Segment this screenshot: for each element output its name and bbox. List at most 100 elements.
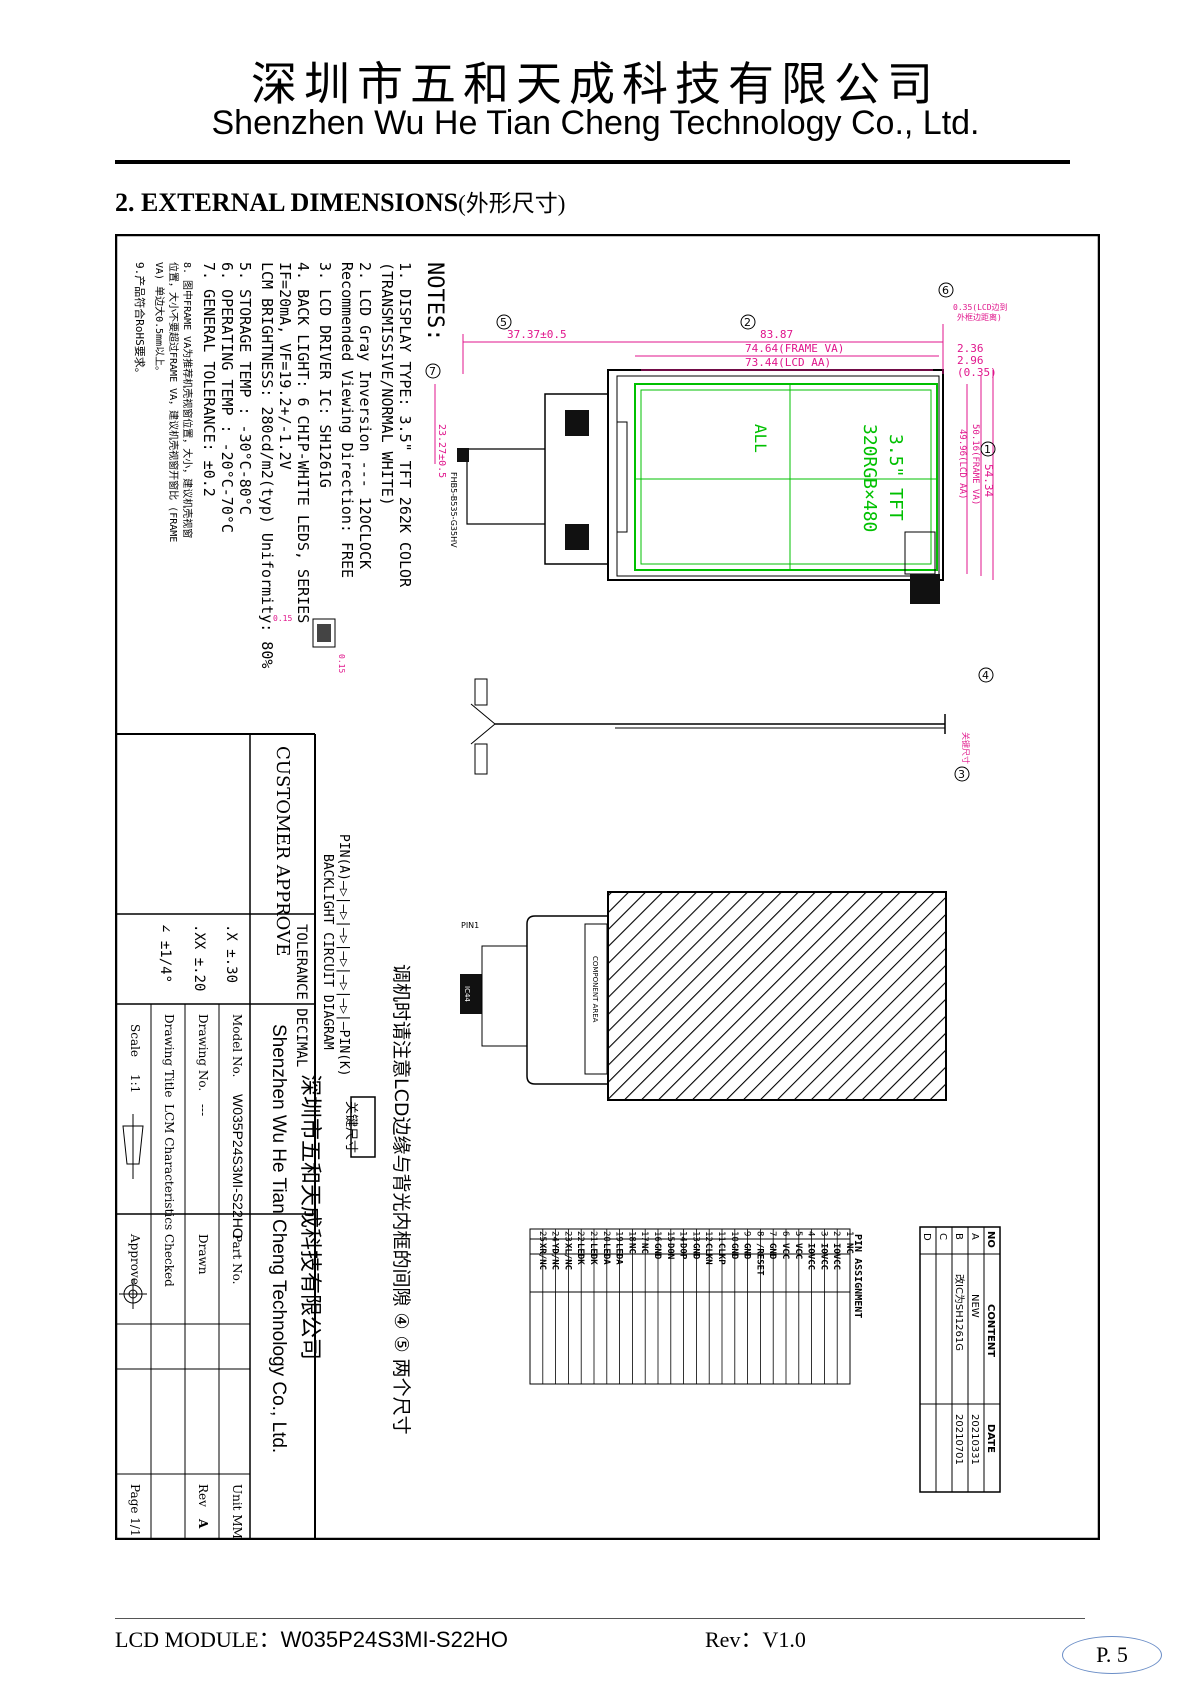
dim-offset: 37.37±0.5 — [507, 328, 567, 341]
pin-assignment-table: PIN ASSIGNMENT 1NC2IOVCC3IOVCC4IOVCC5VCC… — [529, 1228, 863, 1385]
callout-number: 2 — [744, 316, 751, 329]
pin-number: 8 — [754, 1231, 764, 1236]
notes-block: NOTES: 1. DISPLAY TYPE: 3.5" TFT 262K CO… — [133, 262, 447, 668]
rev-row-no: D — [921, 1233, 932, 1241]
title-block — [115, 733, 376, 1539]
pin-symbol: IOVCC — [806, 1243, 816, 1270]
pin-symbol: NC — [844, 1243, 854, 1254]
note-line: IF=20mA, VF=19.2+/-1.2V — [276, 262, 294, 470]
tolerance-angle: ∠ ±1/4° — [157, 924, 173, 983]
pin-number: 1 — [844, 1231, 854, 1236]
note-line: 7. GENERAL TOLERANCE: ±0.2 — [200, 262, 218, 497]
model-value: W035P24S3MI-S22HO — [230, 1094, 246, 1239]
pin-number: 6 — [780, 1231, 790, 1236]
rev-row-no: C — [937, 1233, 948, 1240]
pin1-label: PIN1 — [461, 921, 479, 930]
pin-number: 24 — [550, 1231, 560, 1242]
pin-symbol: GND — [767, 1243, 777, 1260]
display-size-label: 3.5" TFT — [885, 434, 906, 521]
dim-d2: 2.96 — [957, 354, 984, 367]
pin-number: 22 — [575, 1231, 585, 1242]
pin-number: 19 — [614, 1231, 624, 1242]
rev-header-content: CONTENT — [985, 1304, 996, 1357]
rev-row-date: 20210701 — [953, 1414, 964, 1465]
title-block-text: CUSTOMER APPROVE TOLERANCE DECIMAL .X ±.… — [128, 746, 412, 1539]
pin-number: 12 — [703, 1231, 713, 1242]
callout-number: 6 — [942, 284, 949, 297]
pin-symbol: GND — [742, 1243, 752, 1260]
revision-text: NO CONTENT DATE A NEW 20210331 B 改IC为SH1… — [921, 1231, 996, 1465]
pin-table-title: PIN ASSIGNMENT — [852, 1234, 863, 1318]
footer-module-label: LCD MODULE： — [115, 1627, 281, 1652]
dim-small-2: 0.15 — [337, 654, 346, 673]
rev-row-content: 改IC为SH1261G — [953, 1274, 966, 1351]
ic-label: IC44 — [463, 986, 471, 1002]
note-line: 8. 图中FRAME VA为推荐机壳视窗位置，大小，建议机壳视窗 — [181, 262, 194, 538]
pin-number: 10 — [729, 1231, 739, 1242]
model-label: Model No. — [230, 1014, 244, 1077]
drawing-no-value: --- — [196, 1104, 210, 1116]
dim-d3: (0.35) — [957, 366, 997, 379]
pin-number: 2 — [831, 1231, 841, 1236]
note-line: (TRANSMISSIVE/NORMAL WHITE) — [378, 262, 396, 506]
pin-symbol: LEDK — [588, 1243, 598, 1265]
pin-number: 25 — [537, 1231, 547, 1242]
revision-table — [919, 1226, 1001, 1493]
note-line: 6. OPERATING TEMP : -20°C-70°C — [218, 262, 236, 533]
note-line: 5. STORAGE TEMP : -30°C-80°C — [236, 262, 254, 515]
tolerance-x: .X ±.30 — [223, 924, 239, 983]
section-title-cn: (外形尺寸) — [458, 191, 566, 216]
drawing-frame: NOTES: 1. DISPLAY TYPE: 3.5" TFT 262K CO… — [115, 234, 1100, 1540]
section-title-en: 2. EXTERNAL DIMENSIONS — [115, 188, 459, 217]
pin-symbol: NC — [626, 1243, 636, 1254]
dim-d5: 外框边距离) — [957, 312, 1002, 322]
scale-value: 1:1 — [128, 1074, 142, 1093]
dimension-badge — [350, 1096, 376, 1158]
drawing-title-value: LCM Characteristics — [162, 1104, 176, 1230]
rev-header-no: NO — [985, 1231, 996, 1248]
drawing-title-label: Drawing Title — [162, 1014, 176, 1097]
pin-number: 9 — [742, 1231, 752, 1236]
rev-row-no: A — [969, 1233, 980, 1240]
pin-symbol: LEDA — [601, 1243, 611, 1265]
callouts: 5 2 6 1 4 7 3 — [425, 282, 996, 782]
customer-approve: CUSTOMER APPROVE — [272, 746, 293, 956]
pin-number: 16 — [652, 1231, 662, 1242]
pin-symbol: LEDA — [614, 1243, 624, 1265]
rev-row-no: B — [953, 1233, 964, 1240]
company-name-en: Shenzhen Wu He Tian Cheng Technology Co.… — [211, 104, 980, 142]
titleblock-company-en: Shenzhen Wu He Tian Cheng Technology Co.… — [268, 1024, 289, 1453]
pin-symbol: YD/NC — [550, 1243, 560, 1270]
note-line: VA) 单边大0.5mm以上。 — [153, 262, 166, 376]
footer-module: LCD MODULE：W035P24S3MI-S22HO — [115, 1622, 508, 1654]
pin-symbol: GND — [729, 1243, 739, 1260]
pin-symbol: VCC — [780, 1243, 790, 1259]
dim-small-1: 0.15 — [273, 614, 292, 623]
unit-label: Unit MM — [230, 1484, 244, 1539]
callout-number: 5 — [500, 316, 507, 329]
rev-value: A — [196, 1518, 210, 1529]
note-line: Recommended Viewing Direction: FREE — [338, 262, 356, 578]
pin-number: 3 — [818, 1231, 828, 1236]
backlight-circuit: PIN(A)—▷|—▷|—▷|—▷|—▷|—▷|—PIN(K) — [336, 834, 351, 1077]
note-line: 位置，大小不要超过FRAME VA，建议机壳视窗开窗比 (FRAME — [167, 262, 180, 542]
footer-revision: Rev：V1.0 — [705, 1627, 806, 1652]
pin-number: 23 — [562, 1231, 572, 1242]
note-line: LCM BRIGHTNESS: 280cd/m2(typ) Uniformity… — [258, 262, 276, 668]
rev-row-date: 20210331 — [969, 1414, 980, 1465]
pin-symbol: XL/NC — [562, 1243, 572, 1270]
footer-divider — [115, 1618, 1085, 1619]
section-title: 2. EXTERNAL DIMENSIONS(外形尺寸) — [115, 184, 565, 218]
resolution-label: 320RGB×480 — [859, 424, 880, 532]
pin-number: 7 — [767, 1231, 777, 1236]
pin-symbol: IOVCC — [818, 1243, 828, 1270]
all-label: ALL — [751, 424, 770, 453]
pin-number: 21 — [588, 1231, 598, 1242]
drawing-no-label: Drawing No. — [196, 1014, 210, 1091]
notes-heading: NOTES: — [422, 262, 447, 341]
dim-d1: 2.36 — [957, 342, 984, 355]
note-line: 9.产品符合RoHS要求。 — [133, 262, 147, 379]
callout-number: 4 — [982, 669, 989, 682]
dim-fpc-length: 23.27±0.5 — [436, 424, 447, 478]
callout-number: 3 — [958, 768, 965, 781]
